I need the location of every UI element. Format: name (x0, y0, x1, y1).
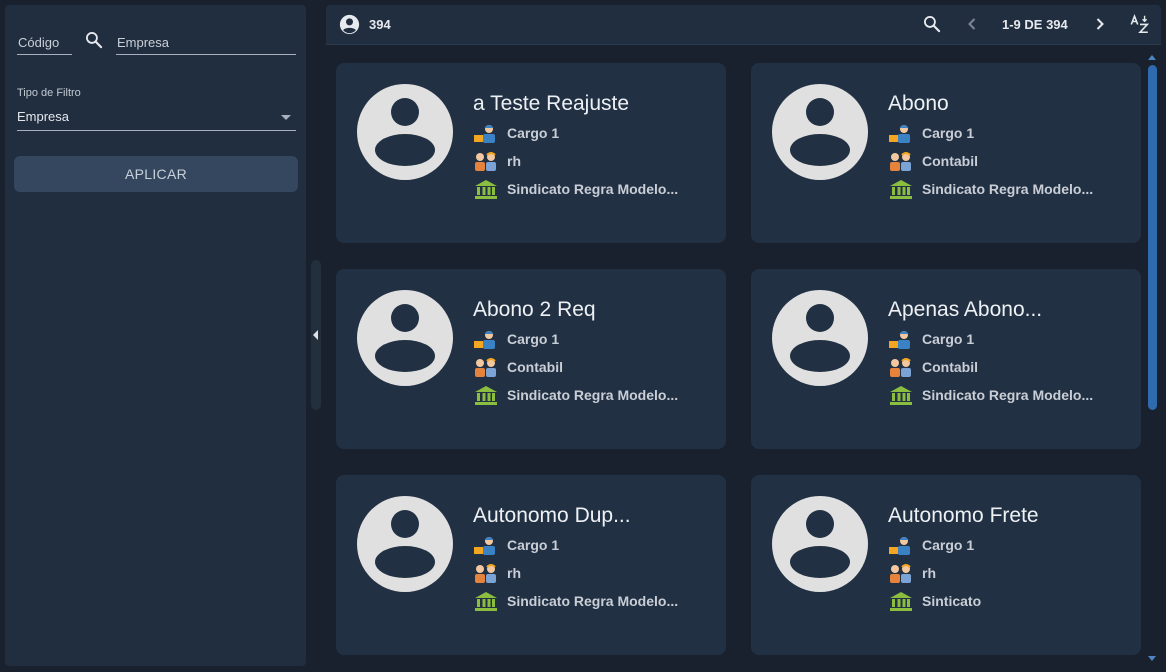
empresa-field[interactable] (116, 33, 296, 55)
employee-card[interactable]: Apenas Abono... Cargo 1 Contabil Sindica… (751, 269, 1141, 449)
people-icon (475, 152, 496, 171)
bank-building-icon (890, 180, 912, 199)
card-sindicato: Sindicato Regra Modelo... (473, 178, 678, 200)
card-sindicato: Sindicato Regra Modelo... (888, 178, 1093, 200)
bank-building-icon (475, 592, 497, 611)
worker-icon (474, 125, 495, 143)
next-page-button[interactable] (1093, 13, 1107, 35)
apply-button[interactable]: APLICAR (14, 156, 298, 192)
avatar-placeholder-icon (772, 84, 868, 180)
people-icon (475, 358, 496, 377)
card-cargo: Cargo 1 (888, 534, 974, 556)
card-sindicato: Sindicato Regra Modelo... (888, 384, 1093, 406)
card-title: Abono 2 Req (473, 298, 596, 321)
record-count: 394 (369, 17, 391, 32)
collapse-panel-handle[interactable] (311, 260, 321, 410)
card-cargo: Cargo 1 (888, 328, 974, 350)
card-cargo: Cargo 1 (888, 122, 974, 144)
employee-card[interactable]: Abono Cargo 1 Contabil Sindicato Regra M… (751, 63, 1141, 243)
people-icon (890, 564, 911, 583)
people-icon (475, 564, 496, 583)
card-departamento: Contabil (473, 356, 563, 378)
filter-search-button[interactable] (83, 29, 105, 51)
people-icon (890, 358, 911, 377)
card-departamento: rh (888, 562, 936, 584)
card-title: Abono (888, 92, 949, 115)
search-icon (924, 16, 941, 33)
scroll-down-arrow-icon[interactable] (1148, 656, 1156, 661)
avatar-placeholder-icon (772, 496, 868, 592)
people-icon (890, 152, 911, 171)
card-departamento: rh (473, 150, 521, 172)
filter-panel: Tipo de Filtro Empresa APLICAR (5, 5, 306, 666)
worker-icon (474, 537, 495, 555)
card-sindicato: Sindicato Regra Modelo... (473, 384, 678, 406)
filter-type-select[interactable]: Empresa (17, 106, 296, 131)
card-departamento: Contabil (888, 150, 978, 172)
card-sindicato: Sinticato (888, 590, 981, 612)
bank-building-icon (475, 386, 497, 405)
card-title: Autonomo Frete (888, 504, 1039, 527)
card-title: Apenas Abono... (888, 298, 1043, 321)
avatar-placeholder-icon (357, 496, 453, 592)
card-title: a Teste Reajuste (473, 92, 630, 115)
search-icon (86, 31, 103, 49)
employee-card[interactable]: Autonomo Dup... Cargo 1 rh Sindicato Reg… (336, 475, 726, 655)
chevron-right-icon (1096, 18, 1104, 30)
avatar-placeholder-icon (357, 84, 453, 180)
card-departamento: Contabil (888, 356, 978, 378)
card-cargo: Cargo 1 (473, 328, 559, 350)
account-circle-icon (339, 14, 360, 35)
filter-type-value: Empresa (17, 109, 70, 124)
scroll-thumb[interactable] (1148, 65, 1157, 410)
toolbar: 394 1-9 DE 394 (326, 5, 1161, 45)
previous-page-button[interactable] (965, 13, 979, 35)
toolbar-search-button[interactable] (921, 13, 943, 35)
sort-button[interactable] (1128, 12, 1152, 36)
card-title: Autonomo Dup... (473, 504, 631, 527)
collapse-arrow-icon (313, 330, 318, 340)
scroll-up-arrow-icon[interactable] (1148, 55, 1156, 60)
bank-building-icon (890, 386, 912, 405)
avatar-placeholder-icon (772, 290, 868, 386)
card-cargo: Cargo 1 (473, 122, 559, 144)
employee-card[interactable]: Abono 2 Req Cargo 1 Contabil Sindicato R… (336, 269, 726, 449)
pagination-label: 1-9 DE 394 (1002, 17, 1068, 32)
sort-alphabetical-icon (1130, 14, 1150, 34)
bank-building-icon (890, 592, 912, 611)
employee-card[interactable]: Autonomo Frete Cargo 1 rh Sinticato (751, 475, 1141, 655)
employee-card[interactable]: a Teste Reajuste Cargo 1 rh Sindicato Re… (336, 63, 726, 243)
main-area: 394 1-9 DE 394 (326, 5, 1161, 666)
codigo-input[interactable] (17, 33, 72, 55)
filter-type-label: Tipo de Filtro (17, 87, 81, 99)
card-sindicato: Sindicato Regra Modelo... (473, 590, 678, 612)
vertical-scrollbar[interactable] (1145, 51, 1159, 666)
card-departamento: rh (473, 562, 521, 584)
empresa-input[interactable] (116, 33, 296, 55)
worker-icon (474, 331, 495, 349)
caret-down-icon (281, 115, 291, 120)
worker-icon (889, 125, 910, 143)
codigo-field[interactable] (17, 33, 72, 55)
avatar-placeholder-icon (357, 290, 453, 386)
chevron-left-icon (968, 18, 976, 30)
card-cargo: Cargo 1 (473, 534, 559, 556)
bank-building-icon (475, 180, 497, 199)
worker-icon (889, 537, 910, 555)
worker-icon (889, 331, 910, 349)
